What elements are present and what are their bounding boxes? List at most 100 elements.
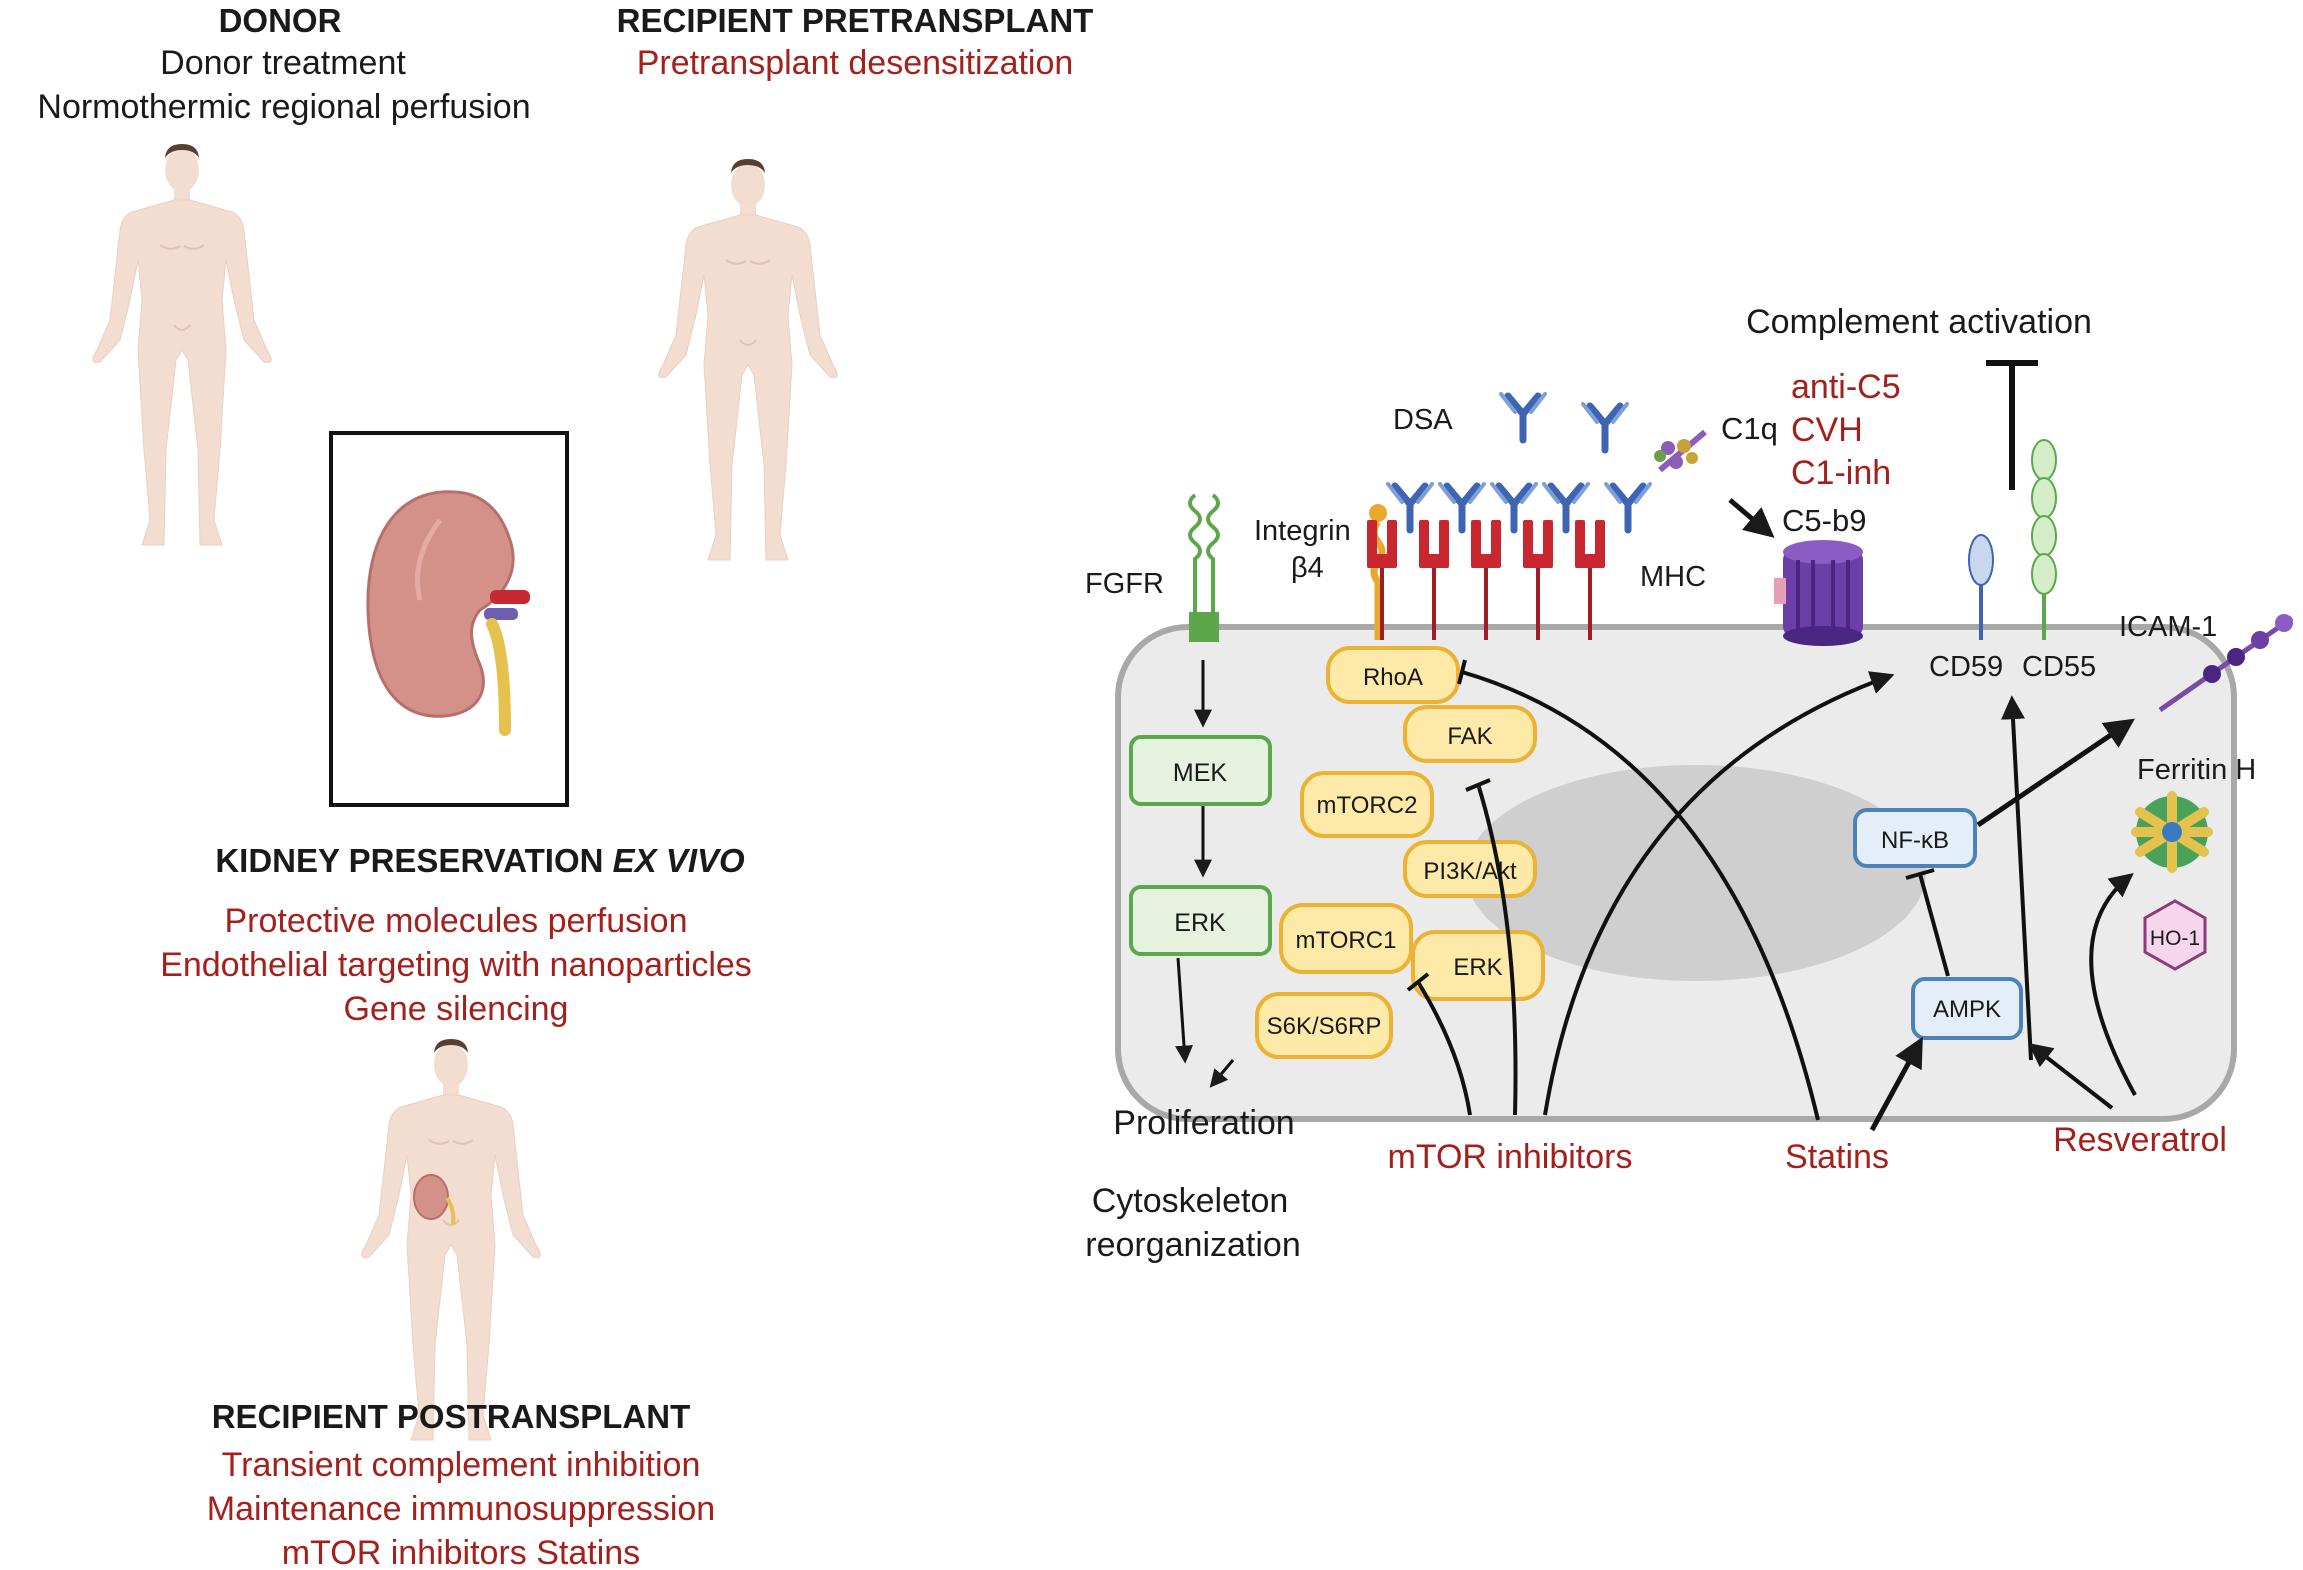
- rhoa-label: RhoA: [1363, 664, 1423, 691]
- ferritin-h-icon: [2131, 791, 2213, 873]
- arrow-nfkb-to-icam1: [1976, 718, 2135, 828]
- fgfr-label: FGFR: [1085, 568, 1164, 600]
- reorganization-label: reorganization: [1085, 1226, 1300, 1264]
- recipient-post-title: RECIPIENT POSTRANSPLANT: [212, 1398, 691, 1435]
- mhc-label: MHC: [1640, 561, 1706, 593]
- mek-label: MEK: [1173, 759, 1228, 787]
- cytoskeleton-label: Cytoskeleton: [1092, 1182, 1289, 1220]
- erk-yellow-node: ERK: [1411, 930, 1545, 1001]
- icam1-label: ICAM-1: [2119, 611, 2217, 643]
- mtor-inhibition-fak: [1465, 778, 1518, 1116]
- recipient-post-line-2: Maintenance immunosuppression: [207, 1490, 715, 1528]
- mhc-icon-5: [1573, 518, 1607, 642]
- arrow-resveratrol-to-ampk: [2028, 1043, 2114, 1110]
- ferritin-h-label: Ferritin H: [2137, 754, 2256, 786]
- mtorc2-label: mTORC2: [1317, 792, 1418, 819]
- s6k-s6rp-node: S6K/S6RP: [1255, 992, 1393, 1059]
- nfkb-label: NF-κB: [1881, 827, 1949, 854]
- integrin-label-2: β4: [1291, 552, 1324, 584]
- recipient-pre-title: RECIPIENT PRETRANSPLANT: [617, 2, 1094, 39]
- mhc-icon-1: [1365, 518, 1399, 642]
- rhoa-node: RhoA: [1326, 646, 1460, 704]
- donor-line-1: Donor treatment: [160, 44, 406, 82]
- donor-title: DONOR: [219, 2, 342, 39]
- donor-body-figure: [91, 143, 273, 546]
- mtorc1-label: mTORC1: [1296, 927, 1397, 954]
- recipient-posttransplant-section: RECIPIENT POSTRANSPLANT Transient comple…: [207, 1038, 715, 1570]
- fak-node: FAK: [1403, 705, 1537, 763]
- donor-section: DONOR Donor treatment Normothermic regio…: [37, 2, 531, 546]
- mek-node: MEK: [1129, 735, 1272, 806]
- mtor-inhibition-erk: [1406, 972, 1472, 1116]
- ho1-label: HO-1: [2150, 927, 2200, 950]
- pi3k-akt-node: PI3K/Akt: [1403, 840, 1537, 898]
- recipient-pretransplant-section: RECIPIENT PRETRANSPLANT Pretransplant de…: [617, 2, 1094, 561]
- mtorc2-node: mTORC2: [1300, 771, 1434, 838]
- s6k-s6rp-label: S6K/S6RP: [1267, 1013, 1382, 1040]
- cd55-receptor: CD55: [2022, 439, 2096, 683]
- arrow-yellow-to-proliferation: [1209, 1059, 1235, 1088]
- proliferation-label: Proliferation: [1113, 1104, 1294, 1142]
- mtorc1-node: mTORC1: [1279, 903, 1413, 974]
- ampk-label: AMPK: [1933, 996, 2001, 1023]
- mhc-dsa-complexes: MHC: [1365, 484, 1706, 642]
- arrow-mtor-to-cd59: [1543, 671, 1895, 1116]
- bound-antibody-icon-5: [1606, 484, 1650, 530]
- drug-statins: Statins: [1785, 1138, 1889, 1176]
- preservation-section: KIDNEY PRESERVATION EX VIVO Protective m…: [160, 842, 752, 1028]
- mhc-icon-3: [1469, 518, 1503, 642]
- nucleus: [1466, 765, 1926, 981]
- arrow-to-cd55: [2001, 695, 2033, 1061]
- c1q-label: C1q: [1721, 411, 1778, 446]
- donor-line-2: Normothermic regional perfusion: [37, 88, 530, 126]
- dsa-group: DSA C1q: [1393, 394, 1778, 473]
- drug-mtor-inhibitors: mTOR inhibitors: [1388, 1138, 1633, 1176]
- cd59-receptor: CD59: [1929, 534, 2003, 683]
- preservation-line-3: Gene silencing: [344, 990, 569, 1028]
- ho1-icon: HO-1: [2143, 899, 2207, 971]
- icam1-molecule: ICAM-1: [2119, 611, 2294, 713]
- recipient-post-line-3: mTOR inhibitors Statins: [282, 1534, 640, 1570]
- dsa-label: DSA: [1393, 404, 1453, 436]
- statins-inhibition-rhoa: [1457, 659, 1820, 1121]
- cd59-label: CD59: [1929, 651, 2003, 683]
- complement-activation-label: Complement activation: [1746, 303, 2092, 341]
- drug-resveratrol: Resveratrol: [2053, 1121, 2227, 1159]
- erk-green-node: ERK: [1129, 885, 1272, 956]
- kidney-icon: [366, 490, 515, 718]
- recipient-pre-line-1: Pretransplant desensitization: [637, 44, 1074, 82]
- pi3k-akt-label: PI3K/Akt: [1423, 858, 1517, 885]
- integrin-receptor: Integrin β4: [1254, 504, 1387, 640]
- integrin-label-1: Integrin: [1254, 515, 1351, 547]
- recipient-post-line-1: Transient complement inhibition: [222, 1446, 701, 1484]
- recipient-pre-body-figure: [657, 158, 839, 561]
- mhc-icon-4: [1521, 518, 1555, 642]
- erk-green-label: ERK: [1174, 909, 1226, 937]
- erk-yellow-label: ERK: [1453, 954, 1502, 981]
- c1q-icon: [1654, 429, 1707, 473]
- kidney-box: [329, 431, 569, 807]
- ampk-node: AMPK: [1911, 977, 2023, 1040]
- fak-label: FAK: [1447, 723, 1492, 750]
- arrow-statins-to-ampk: [1869, 1036, 1923, 1132]
- preservation-title: KIDNEY PRESERVATION EX VIVO: [215, 842, 745, 879]
- free-antibody-icon-2: [1583, 404, 1627, 450]
- fgfr-receptor: FGFR: [1085, 493, 1220, 642]
- mhc-icon-2: [1417, 518, 1451, 642]
- complement-drug-c1-inh: C1-inh: [1791, 454, 1891, 492]
- arrow-erk-to-proliferation: [1175, 957, 1193, 1064]
- cd55-label: CD55: [2022, 651, 2096, 683]
- c5b9-label: C5-b9: [1782, 503, 1866, 538]
- arrow-resveratrol-to-ferritin: [2089, 872, 2137, 1096]
- preservation-line-1: Protective molecules perfusion: [224, 902, 687, 940]
- recipient-post-body-figure: [360, 1038, 542, 1441]
- complement-drug-cvh: CVH: [1791, 411, 1863, 449]
- preservation-line-2: Endothelial targeting with nanoparticles: [160, 946, 752, 984]
- complement-section: Complement activation anti-C5 CVH C1-inh: [1746, 303, 2092, 492]
- complement-drug-anti-c5: anti-C5: [1791, 368, 1901, 406]
- c5b9-pore-icon: [1774, 540, 1863, 646]
- nfkb-node: NF-κB: [1853, 808, 1977, 868]
- nfkb-inhibition-line: [1905, 868, 1950, 977]
- arrow-c1q-to-c5b9: [1728, 498, 1775, 538]
